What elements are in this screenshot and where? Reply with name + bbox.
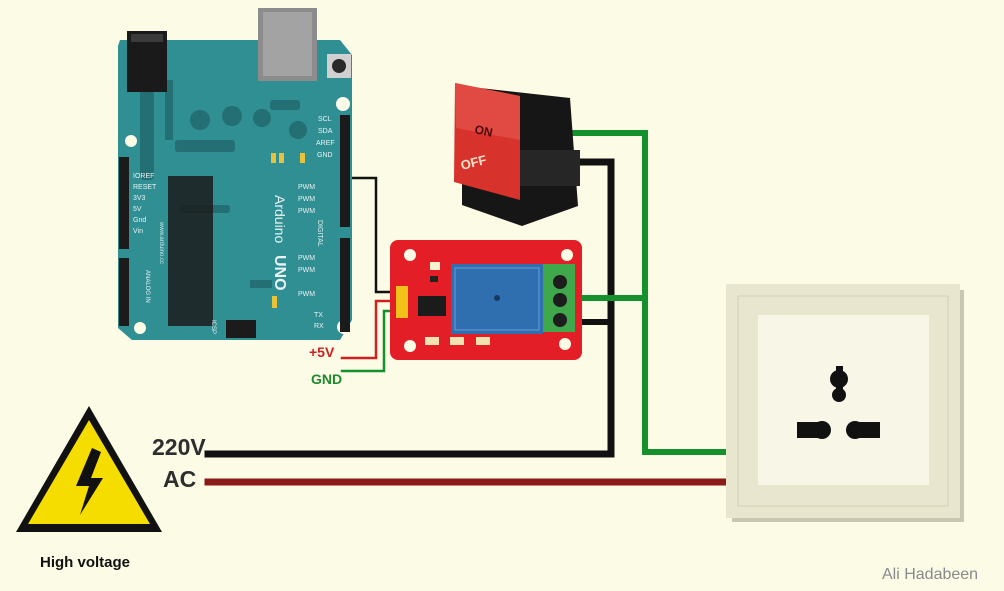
pin-label: SCL bbox=[318, 116, 332, 123]
mount-hole bbox=[404, 340, 416, 352]
digital-header-top bbox=[340, 115, 350, 227]
terminal-screw bbox=[553, 275, 567, 289]
led-on bbox=[272, 296, 277, 308]
switch-off-text: OFF bbox=[459, 152, 488, 173]
atmega-chip bbox=[168, 176, 213, 326]
lightning-bolt-icon bbox=[76, 448, 103, 515]
high-voltage-caption: High voltage bbox=[40, 554, 131, 571]
rocker-switch: ON OFF bbox=[454, 83, 580, 226]
digital-label: DIGITAL bbox=[316, 220, 323, 247]
wall-socket bbox=[726, 284, 964, 522]
pin-label: SDA bbox=[318, 128, 333, 135]
mount-hole bbox=[404, 249, 416, 261]
arduino-url: www.arduino.cc bbox=[158, 221, 164, 264]
power-pin-label: IOREF bbox=[133, 173, 154, 180]
mount-hole bbox=[134, 322, 146, 334]
terminal-screw bbox=[553, 313, 567, 327]
led-rx bbox=[300, 153, 305, 163]
relay-input-header bbox=[396, 286, 408, 318]
pwm-label: PWM bbox=[298, 267, 315, 274]
switch-on-text: ON bbox=[473, 122, 494, 139]
signal-wire bbox=[350, 176, 400, 294]
top-pin-labels: SCL SDA AREF GND bbox=[316, 116, 335, 159]
pin-label: GND bbox=[317, 152, 333, 159]
tx-label: TX bbox=[314, 312, 323, 319]
high-voltage-warning-icon bbox=[16, 406, 162, 532]
icsp-header bbox=[226, 320, 256, 338]
pwm-label: PWM bbox=[298, 208, 315, 215]
power-pin-label: 5V bbox=[133, 206, 142, 213]
power-header bbox=[119, 157, 129, 249]
voltage-label: 220V bbox=[152, 434, 206, 460]
rx-label: RX bbox=[314, 323, 324, 330]
terminal-screw bbox=[553, 293, 567, 307]
analog-header bbox=[119, 258, 129, 326]
pwm-labels: PWM PWM PWM PWM PWM PWM bbox=[298, 184, 315, 298]
arduino-brand: Arduino bbox=[272, 195, 288, 243]
power-pin-label: RESET bbox=[133, 184, 157, 191]
arduino-uno-board: Arduino UNO www.arduino.cc DIGITAL ANALO… bbox=[118, 8, 352, 340]
wires bbox=[204, 130, 732, 486]
icsp-label: ICSP bbox=[210, 320, 216, 334]
analog-label: ANALOG IN bbox=[144, 270, 150, 303]
arduino-model: UNO bbox=[271, 255, 288, 291]
pwm-label: PWM bbox=[298, 196, 315, 203]
led-l bbox=[271, 153, 276, 163]
relay-vcc-label: +5V bbox=[309, 344, 335, 360]
pwm-label: PWM bbox=[298, 184, 315, 191]
author-credit: Ali Hadabeen bbox=[882, 566, 979, 583]
mount-hole bbox=[336, 97, 350, 111]
digital-header-bottom bbox=[340, 238, 350, 332]
mount-hole bbox=[561, 249, 573, 261]
live-wire bbox=[204, 158, 615, 458]
mount-hole bbox=[125, 135, 137, 147]
switch-to-socket-wire bbox=[569, 130, 731, 455]
pwm-label: PWM bbox=[298, 255, 315, 262]
pin-label: AREF bbox=[316, 140, 335, 147]
relay-gnd-label: GND bbox=[311, 371, 343, 387]
power-pin-label: 3V3 bbox=[133, 195, 146, 202]
led-tx bbox=[279, 153, 284, 163]
power-pin-labels: IOREF RESET 3V3 5V Gnd Vin bbox=[133, 173, 157, 235]
pwm-label: PWM bbox=[298, 291, 315, 298]
power-pin-label: Gnd bbox=[133, 217, 146, 224]
ac-label: AC bbox=[163, 466, 197, 492]
vcc-wire bbox=[340, 299, 400, 360]
relay-module bbox=[390, 240, 582, 360]
mount-hole bbox=[559, 338, 571, 350]
power-pin-label: Vin bbox=[133, 228, 143, 235]
optocoupler bbox=[418, 296, 446, 316]
socket-holes bbox=[797, 366, 880, 439]
